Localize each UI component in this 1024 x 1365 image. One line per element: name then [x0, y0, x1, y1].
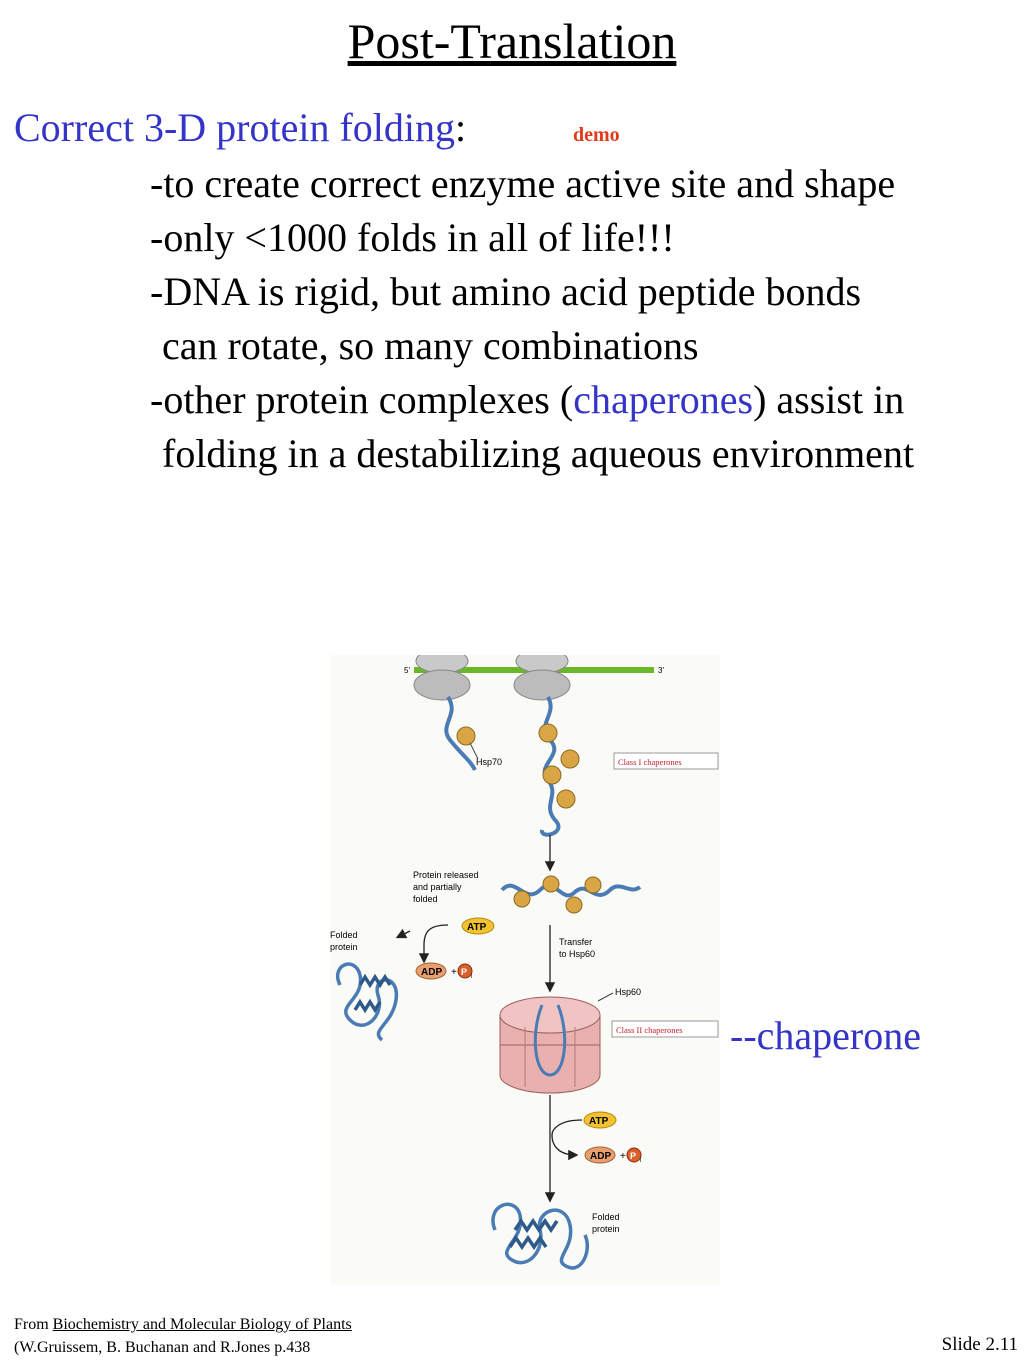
- svg-text:Folded protein: Folded protein: [330, 930, 360, 952]
- hsp60-barrel: [499, 996, 601, 1094]
- hsp70-blob: [538, 723, 558, 743]
- nascent-chain-1: [444, 695, 477, 771]
- adp-label: ADP: [590, 1151, 611, 1162]
- pi-badge: [457, 963, 473, 979]
- plus-sign: +: [620, 1151, 626, 1162]
- released-label-1: Protein released: [413, 870, 479, 880]
- bullet-2: -only <1000 folds in all of life!!!: [150, 215, 675, 260]
- pi-label: P: [461, 967, 467, 977]
- class-2-chaperones-label: Class II chaperones: [616, 1025, 683, 1035]
- hsp70-blob: [560, 749, 580, 769]
- adp-badge: [584, 1146, 616, 1164]
- folded-bottom-label-2: protein: [592, 1224, 620, 1234]
- svg-text:Protein released and parti: Protein released and partially folded: [413, 870, 481, 904]
- pi-label: P: [630, 1151, 636, 1161]
- bullet-3: -DNA is rigid, but amino acid peptide bo…: [150, 269, 862, 314]
- atp-label: ATP: [467, 922, 487, 933]
- citation-book-title: Biochemistry and Molecular Biology of Pl…: [52, 1316, 352, 1333]
- pi-subscript: i: [640, 1158, 641, 1164]
- hsp70-blob: [456, 726, 476, 746]
- atp-badge: [461, 917, 495, 935]
- transfer-label-2: to Hsp60: [559, 949, 595, 959]
- chaperone-folding-diagram: 5' 3' Hsp70 Class I chaperones Protein r…: [330, 655, 720, 1285]
- released-label-2: and partially: [413, 882, 462, 892]
- folded-protein-bottom: [491, 1202, 590, 1270]
- section-heading: Correct 3-D protein folding:: [14, 104, 466, 151]
- hsp70-label: Hsp70: [476, 757, 502, 767]
- mrna-3-label: 3': [658, 666, 664, 675]
- pi-subscript: i: [471, 974, 472, 980]
- class-1-chaperones-label: Class I chaperones: [618, 757, 682, 767]
- heading-text: Correct 3-D protein folding: [14, 105, 455, 150]
- hsp70-blob: [513, 890, 531, 908]
- hsp70-blob: [542, 765, 562, 785]
- pi-badge: [626, 1147, 642, 1163]
- adp-label: ADP: [421, 967, 442, 978]
- demo-link[interactable]: demo: [573, 124, 620, 146]
- bullet-4-continued: folding in a destabilizing aqueous envir…: [162, 431, 915, 476]
- chaperones-term: chaperones: [573, 377, 754, 422]
- bullet-4-before: -other protein complexes (: [150, 377, 574, 422]
- atp-badge: [583, 1111, 617, 1129]
- citation-line-1: From Biochemistry and Molecular Biology …: [14, 1316, 352, 1334]
- svg-text:Folded protein: Folded protein: [592, 1212, 622, 1234]
- folded-protein-left: [336, 962, 398, 1042]
- ribosome-2: [513, 655, 571, 701]
- hsp70-blob: [584, 876, 602, 894]
- heading-colon: :: [455, 105, 467, 150]
- page-title: Post-Translation: [347, 13, 677, 69]
- bullet-3-continued: can rotate, so many combinations: [162, 323, 699, 368]
- plus-sign: +: [451, 967, 457, 978]
- atp-label: ATP: [589, 1116, 609, 1127]
- mrna-5-label: 5': [404, 666, 410, 675]
- hsp70-blob: [556, 789, 576, 809]
- ribosome-1: [413, 655, 471, 701]
- bullet-4-after: ) assist in: [753, 377, 905, 422]
- bullet-1: -to create correct enzyme active site an…: [150, 161, 896, 206]
- released-label-3: folded: [413, 894, 438, 904]
- hsp70-blob: [542, 875, 560, 893]
- bullet-4: -other protein complexes (chaperones) as…: [150, 376, 904, 423]
- hsp70-blob: [565, 896, 583, 914]
- adp-badge: [415, 962, 447, 980]
- folded-bottom-label-1: Folded: [592, 1212, 620, 1222]
- chaperone-label: --chaperone: [730, 1013, 921, 1058]
- folded-left-label-2: protein: [330, 942, 358, 952]
- citation-from: From: [14, 1316, 53, 1333]
- slide-number: Slide 2.11: [941, 1334, 1018, 1355]
- folded-left-label-1: Folded: [330, 930, 358, 940]
- svg-text:Transfer to Hsp60: Transfer to Hsp60: [559, 937, 595, 959]
- transfer-label-1: Transfer: [559, 937, 592, 947]
- citation-authors: (W.Gruissem, B. Buchanan and R.Jones p.4…: [14, 1339, 311, 1356]
- hsp60-label: Hsp60: [615, 987, 641, 997]
